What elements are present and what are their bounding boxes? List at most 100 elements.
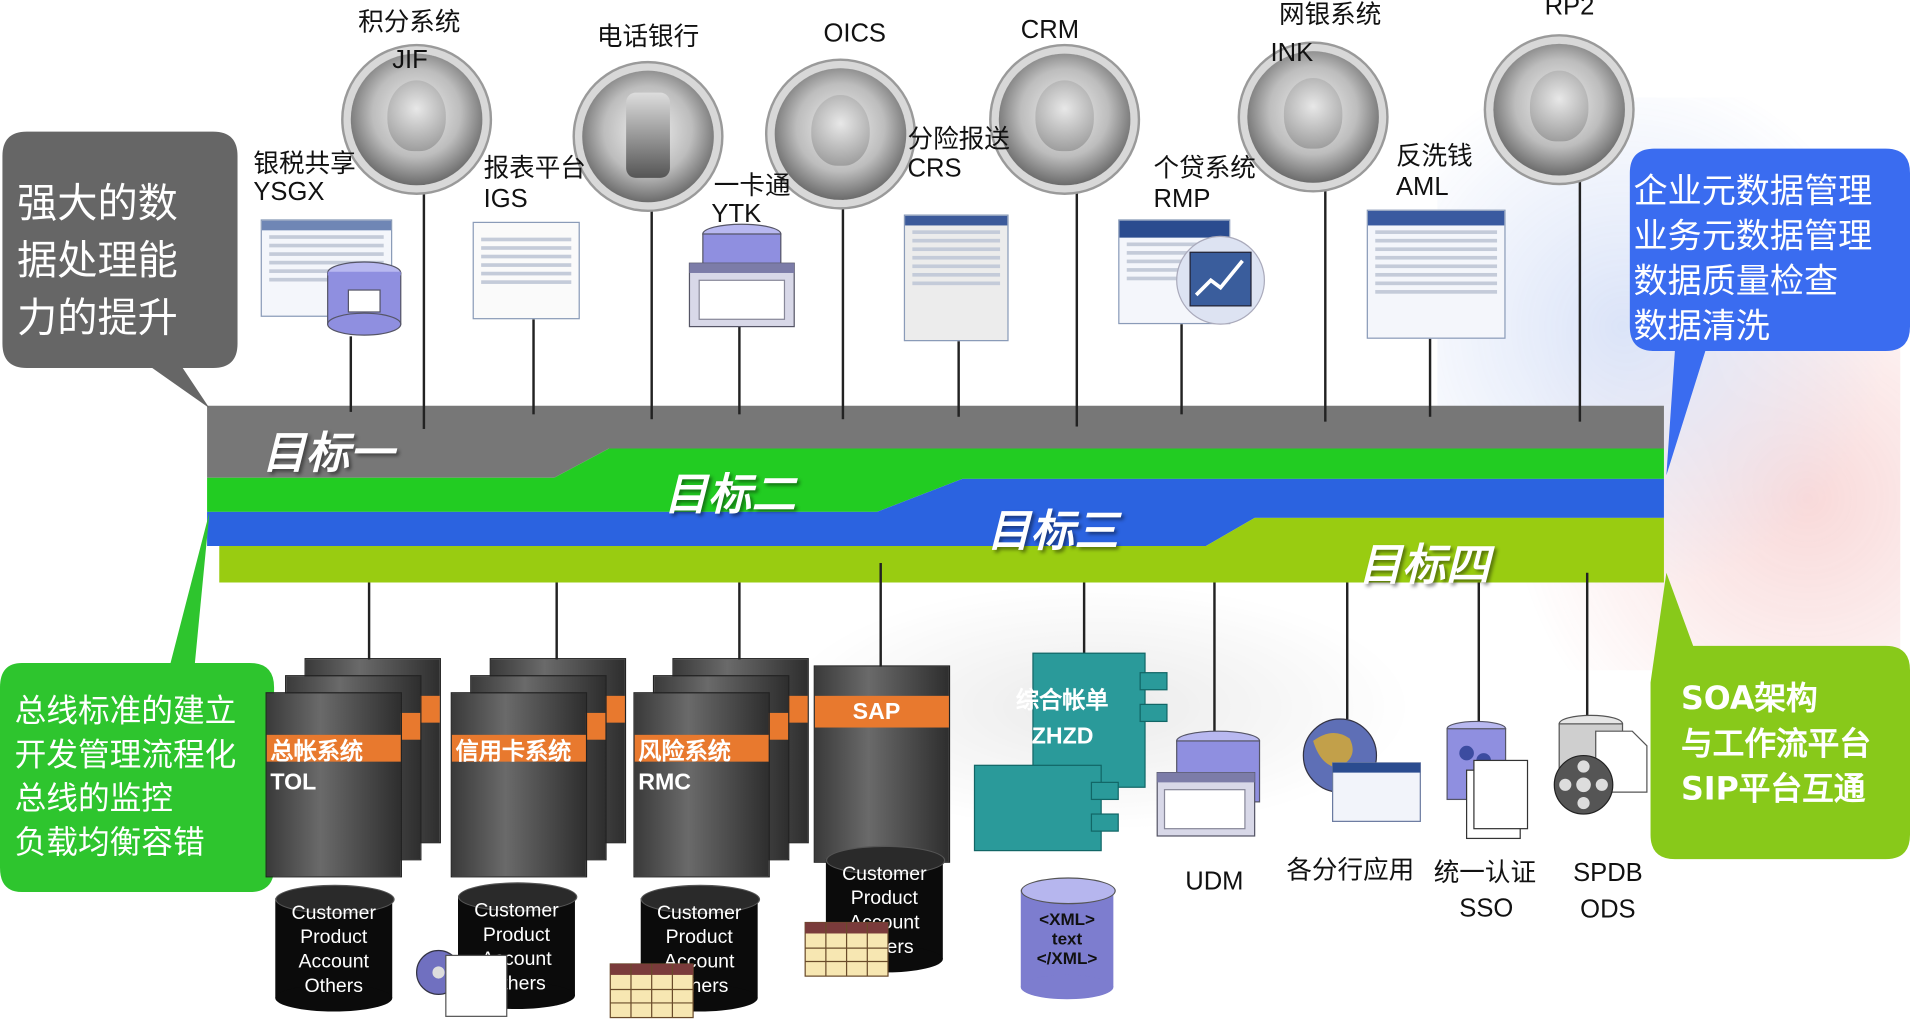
connector-line [532,319,535,415]
callout-line: 总线标准的建立 [14,693,237,730]
tol-code-label: TOL [270,770,317,796]
crs-cn-label: 分险报送 [907,124,1010,154]
users-icon [1446,720,1529,840]
ysgx-code-label: YSGX [253,177,325,206]
connector-line [738,326,741,415]
zhzd-cn-label: 综合帐单 [1015,687,1109,715]
ytk-cn-label: 一卡通 [713,170,791,200]
sso-cn-label: 统一认证 [1433,857,1537,888]
connector-line [1346,582,1349,719]
connector-line [1578,170,1582,422]
sap-server [813,665,951,863]
sso-code-label: SSO [1459,894,1514,923]
callout-line: 数据质量检查 [1633,260,1839,302]
callout-line: 总线的监控 [14,781,173,818]
callout-lime-shape [1650,572,1910,860]
spdb-ods-label: SPDB ODS [1573,859,1643,924]
callout-bus-standard: 总线标准的建立 开发管理流程化 总线的监控 负载均衡容错 [15,690,271,865]
band-goal-one [207,405,1664,478]
phone-banking-label: 电话银行 [596,21,700,52]
rp2-label: RP2 [1544,0,1595,21]
callout-line: 负载均衡容错 [14,825,205,862]
crs-code-label: CRS [907,154,962,183]
goal-three-label: 目标三 [986,506,1119,557]
ysgx-cn-label: 银税共享 [253,148,356,178]
xml-open-tag: <XML> [1039,909,1096,929]
xml-text: text [1051,928,1083,949]
callout-line: SIP平台互通 [1680,771,1866,808]
ink-face-image [1247,51,1379,183]
aml-cn-label: 反洗钱 [1395,141,1473,171]
connector-line [738,582,741,661]
connector-line [1477,582,1481,722]
tol-cn-label: 总帐系统 [270,738,364,766]
band-goal-four [219,517,1664,583]
callout-line: 力的提升 [17,293,178,342]
phone-banking-image [582,70,714,203]
ink-code-label: INK [1270,38,1314,68]
rmc-database: Customer Product Account Others [640,884,761,1012]
tol-database: Customer Product Account Others [275,884,395,1012]
oics-label: OICS [823,19,886,48]
callout-soa: SOA架构 与工作流平台 SIP平台互通 [1681,678,1871,813]
ytk-window-icon [688,223,795,328]
connector-line [1428,336,1432,417]
db-label-product: Product [850,888,918,910]
rmp-cn-label: 个贷系统 [1153,153,1256,183]
connector-line [1324,182,1327,422]
rp2-face-image [1493,43,1625,176]
ink-cn-label: 网银系统 [1279,0,1382,30]
connector-line [1585,572,1589,717]
connector-line [650,180,653,420]
db-label-product: Product [665,927,733,949]
film-reel-icon [1553,714,1648,815]
igs-code-label: IGS [483,185,528,214]
globe-icon [1302,718,1421,822]
database-icon [327,261,402,336]
zhzd-component-icon [973,652,1168,852]
callout-gray-shape [2,131,238,409]
xml-close-tag: </XML> [1036,948,1098,968]
band-goal-two [207,448,1664,512]
jif-face-image [350,53,483,186]
tol-server-stack [265,658,441,878]
connector-line [1075,165,1079,427]
sap-label: SAP [852,699,901,726]
goal-four-label: 目标四 [1358,541,1490,592]
goal-two-label: 目标二 [663,470,796,521]
callout-data-processing: 强大的数 据处理能 力的提升 [17,174,230,346]
connector-line [841,182,845,420]
table-grid-icon [804,921,889,977]
callout-line: 数据清洗 [1633,305,1770,347]
crm-face-image [998,53,1131,186]
db-label-customer: Customer [474,900,559,922]
jif-cn-label: 积分系统 [358,7,461,37]
aml-code-label: AML [1395,173,1449,202]
callout-metadata: 企业元数据管理 业务元数据管理 数据质量检查 数据清洗 [1633,168,1872,348]
rmc-cn-label: 风险系统 [638,738,731,766]
db-label-others: Others [304,976,363,997]
igs-screenshot [472,221,580,320]
jif-code-label: JIF [392,46,428,75]
db-label-product: Product [300,927,368,949]
document-reel-icon [415,949,508,1017]
db-label-customer: Customer [842,864,927,885]
ytk-code-label: YTK [711,199,762,228]
callout-line: 开发管理流程化 [14,737,237,774]
xml-database: <XML> text </XML> [1020,877,1116,1004]
crs-dialog-screenshot [903,214,1009,342]
db-label-account: Account [298,951,369,973]
callout-line: 业务元数据管理 [1633,215,1873,256]
connector-line [422,170,426,429]
callout-line: 强大的数 [17,179,178,227]
branch-apps-label: 各分行应用 [1286,855,1415,885]
callout-line: 据处理能 [17,236,178,284]
rmc-code-label: RMC [638,770,692,796]
callout-line: 与工作流平台 [1680,726,1872,763]
callout-line: SOA架构 [1680,681,1818,718]
crm-label: CRM [1020,15,1080,44]
callout-green-shape [0,511,275,893]
db-label-product: Product [482,924,551,946]
